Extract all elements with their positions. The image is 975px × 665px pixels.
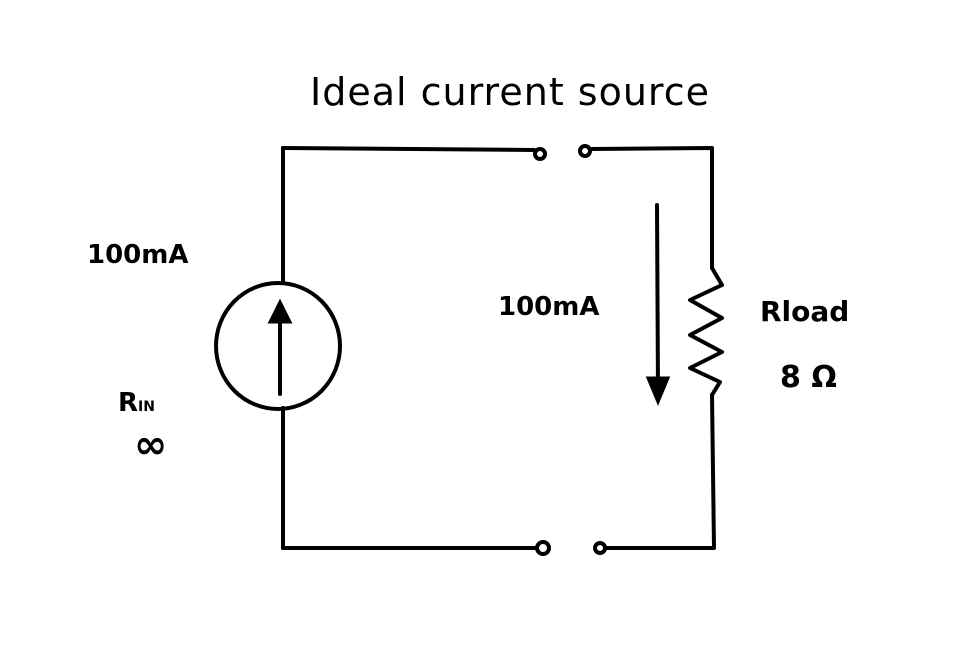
source-arrowhead <box>267 298 293 324</box>
diagram-title: Ideal current source <box>310 70 710 114</box>
source-resistance-subscript: IN <box>138 399 155 415</box>
wire-right-lower <box>604 393 716 550</box>
source-resistance-value: ∞ <box>134 422 168 468</box>
load-current-arrow-icon <box>655 203 660 394</box>
resistor-load <box>688 266 724 397</box>
load-name-label: Rload <box>760 295 850 328</box>
current-source-circle <box>214 281 342 411</box>
source-current-label: 100mA <box>87 240 189 270</box>
terminal-bottom-right <box>593 541 607 555</box>
wire-top-right <box>588 146 714 270</box>
load-value-label: 8 Ω <box>780 360 837 395</box>
source-resistance-symbol: R <box>118 388 139 418</box>
source-resistance-label: RIN <box>118 388 155 418</box>
load-arrowhead <box>645 376 671 406</box>
load-current-label: 100mA <box>498 292 600 322</box>
terminal-top-left <box>533 147 547 161</box>
wire-top-left <box>281 146 536 152</box>
terminal-top-right <box>578 144 592 158</box>
